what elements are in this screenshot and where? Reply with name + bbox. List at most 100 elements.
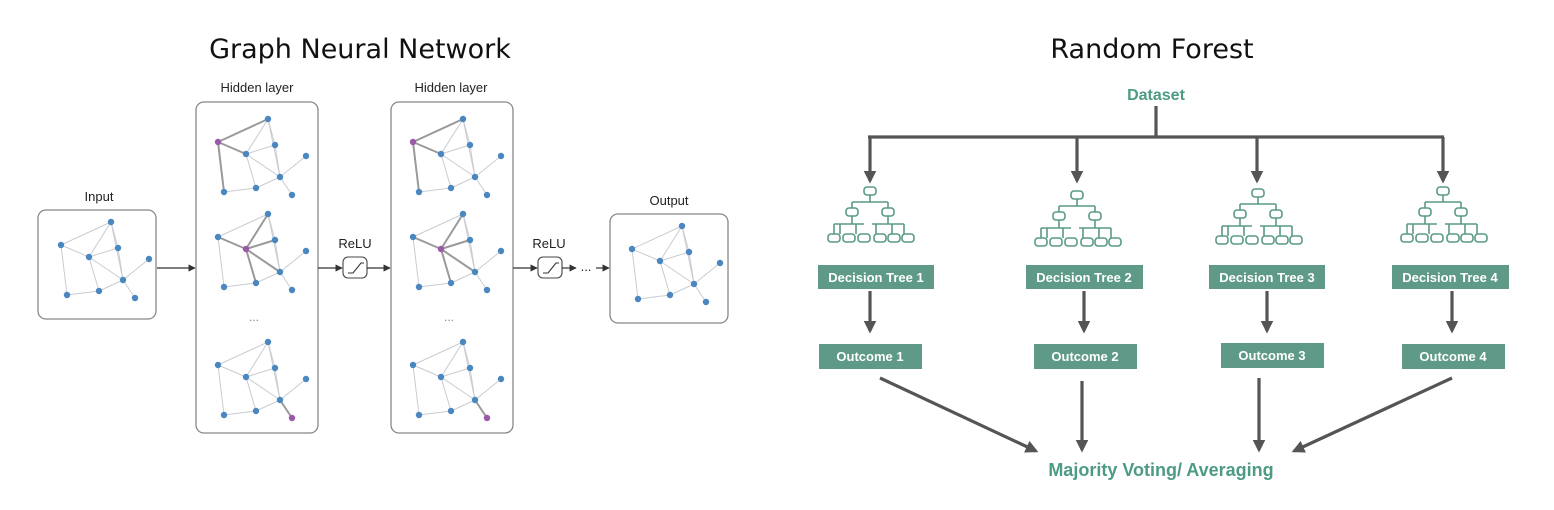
outcome-4-box xyxy=(1402,344,1505,369)
tree-root-node xyxy=(863,186,877,196)
graph-edge xyxy=(255,399,281,412)
graph-node xyxy=(497,247,505,255)
graph-edge xyxy=(412,364,420,416)
graph-node xyxy=(459,338,467,346)
graph-node xyxy=(252,279,260,287)
decision-tree-1-box xyxy=(818,265,934,289)
graph-edge xyxy=(245,153,281,178)
decision-tree-3-label: Decision Tree 3 xyxy=(1219,270,1314,285)
tree-leaf-node xyxy=(887,233,901,243)
graph-node xyxy=(656,257,664,265)
majority-voting-label: Majority Voting/ Averaging xyxy=(1048,460,1273,480)
graph-edge xyxy=(245,341,269,378)
hidden2-graph-b xyxy=(409,210,505,294)
tree-leaf-node xyxy=(1245,235,1259,245)
graph-edge xyxy=(60,244,90,258)
graph-node xyxy=(409,138,417,146)
graph-node xyxy=(145,255,153,263)
tree-leaf-node xyxy=(1430,233,1444,243)
graph-edge xyxy=(223,410,257,416)
layers-ellipsis: ... xyxy=(581,259,592,274)
graph-node xyxy=(437,245,445,253)
relu-1-icon xyxy=(348,262,364,274)
graph-edge xyxy=(60,221,112,246)
graph-edge xyxy=(88,247,119,258)
graph-node xyxy=(131,294,139,302)
tree-inner-node xyxy=(845,207,859,217)
dataset-connectors xyxy=(868,106,1444,139)
graph-node xyxy=(716,259,724,267)
graph-edge xyxy=(279,271,293,291)
tree-root-node xyxy=(1436,186,1450,196)
tree-leaf-node xyxy=(1215,235,1229,245)
graph-edge xyxy=(412,141,442,155)
graph-edge xyxy=(255,176,281,189)
hidden1-graph-b xyxy=(214,210,310,294)
graph-edge xyxy=(245,118,269,155)
relu-2-icon xyxy=(543,262,559,274)
graph-edge xyxy=(60,244,68,296)
graph-edge xyxy=(412,118,464,143)
tree-icon xyxy=(1034,190,1122,247)
input-graph-box xyxy=(37,209,157,320)
graph-node xyxy=(288,414,296,422)
outcome-3-box xyxy=(1221,343,1324,368)
graph-edge xyxy=(669,283,695,296)
graph-node xyxy=(447,184,455,192)
graph-edge xyxy=(245,376,257,412)
graph-edge xyxy=(217,364,225,416)
tree-icon xyxy=(1400,186,1488,243)
graph-node xyxy=(276,268,284,276)
input-label: Input xyxy=(85,189,114,204)
graph-edge xyxy=(412,236,442,250)
graph-edge xyxy=(659,225,683,262)
tree-leaf-node xyxy=(901,233,915,243)
graph-edge xyxy=(440,376,476,401)
graph-node xyxy=(252,407,260,415)
tree-leaf-node xyxy=(1415,233,1429,243)
hidden2-graph-a xyxy=(409,115,505,199)
graph-edge xyxy=(450,399,476,412)
hidden-layer-2-box xyxy=(390,101,514,434)
graph-node xyxy=(220,411,228,419)
graph-node xyxy=(409,233,417,241)
graph-edge xyxy=(279,176,293,196)
graph-node xyxy=(252,184,260,192)
graph-edge xyxy=(440,153,452,189)
graph-node xyxy=(409,361,417,369)
gnn-title: Graph Neural Network xyxy=(209,34,511,65)
outcome-1-label: Outcome 1 xyxy=(836,349,903,364)
graph-edge xyxy=(440,118,464,155)
graph-edge xyxy=(474,271,488,291)
graph-node xyxy=(685,248,693,256)
graph-edge xyxy=(412,364,442,378)
graph-node xyxy=(471,396,479,404)
graph-node xyxy=(466,236,474,244)
hidden2-ellipsis: ... xyxy=(444,310,454,324)
graph-node xyxy=(288,191,296,199)
graph-edge xyxy=(217,141,247,155)
graph-edge xyxy=(412,141,420,193)
graph-edge xyxy=(418,282,452,288)
tree-leaf-node xyxy=(1049,237,1063,247)
graph-node xyxy=(288,286,296,294)
graph-edge xyxy=(440,248,476,273)
graph-edge xyxy=(440,341,464,378)
graph-edge xyxy=(693,283,707,303)
graph-node xyxy=(690,280,698,288)
graph-edge xyxy=(474,250,502,273)
graph-edge xyxy=(223,282,257,288)
tree-inner-node xyxy=(1052,211,1066,221)
graph-node xyxy=(107,218,115,226)
output-graph xyxy=(628,222,724,306)
graph-edge xyxy=(217,236,247,250)
dataset-label: Dataset xyxy=(1127,87,1185,104)
graph-edge xyxy=(440,367,471,378)
graph-node xyxy=(302,247,310,255)
graph-edge xyxy=(217,364,247,378)
graph-node xyxy=(415,411,423,419)
graph-node xyxy=(85,253,93,261)
graph-edge xyxy=(412,341,464,366)
output-label: Output xyxy=(649,193,688,208)
